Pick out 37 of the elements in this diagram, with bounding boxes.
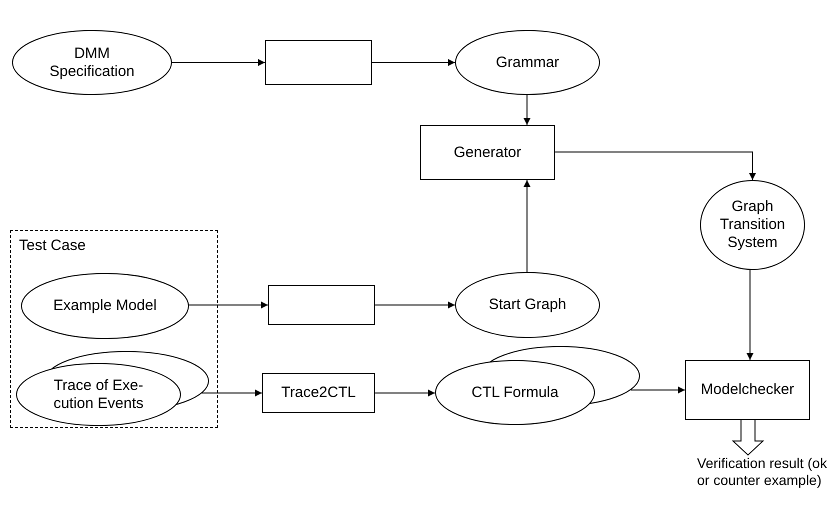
- process-box: [265, 40, 372, 85]
- node-text: Grammar: [494, 54, 560, 72]
- ellipse-node: [700, 180, 805, 270]
- block-arrow: [732, 420, 764, 456]
- node-text: Generator: [452, 144, 522, 162]
- ellipse-node: [455, 30, 600, 95]
- arrow: [374, 390, 436, 396]
- node-text: Graph Transition System: [718, 198, 786, 252]
- ellipse-node: [12, 30, 172, 95]
- process-box: [420, 125, 555, 180]
- ellipse-node: [455, 272, 600, 338]
- process-box: [685, 360, 810, 420]
- arrow: [374, 302, 456, 308]
- node-text: DMM Specification: [48, 44, 136, 80]
- process-box: [268, 285, 375, 325]
- arrow: [746, 269, 754, 360]
- arrow: [372, 59, 456, 66]
- arrow: [524, 180, 530, 272]
- node-text: CTL Formula: [470, 384, 560, 402]
- ellipse-node: [21, 273, 189, 339]
- arrow: [188, 302, 268, 308]
- stacked-ellipse-node: [16, 351, 209, 426]
- group-box: [10, 230, 218, 428]
- node-text: Modelchecker: [700, 381, 796, 399]
- node-text: Example Model: [52, 297, 158, 315]
- arrow: [172, 59, 266, 66]
- process-box: [262, 373, 375, 413]
- node-text: Start Graph: [488, 296, 568, 314]
- arrow: [630, 386, 686, 394]
- group-title: Test Case: [19, 237, 86, 254]
- result-text: Verification result (ok or counter example): [697, 455, 827, 513]
- arrow: [199, 390, 262, 396]
- node-text: Trace of Exe- cution Events: [52, 376, 145, 412]
- node-text: Trace2CTL: [280, 384, 357, 402]
- arrow: [524, 94, 530, 126]
- arrow: [554, 152, 756, 180]
- stacked-ellipse-node: [435, 346, 640, 425]
